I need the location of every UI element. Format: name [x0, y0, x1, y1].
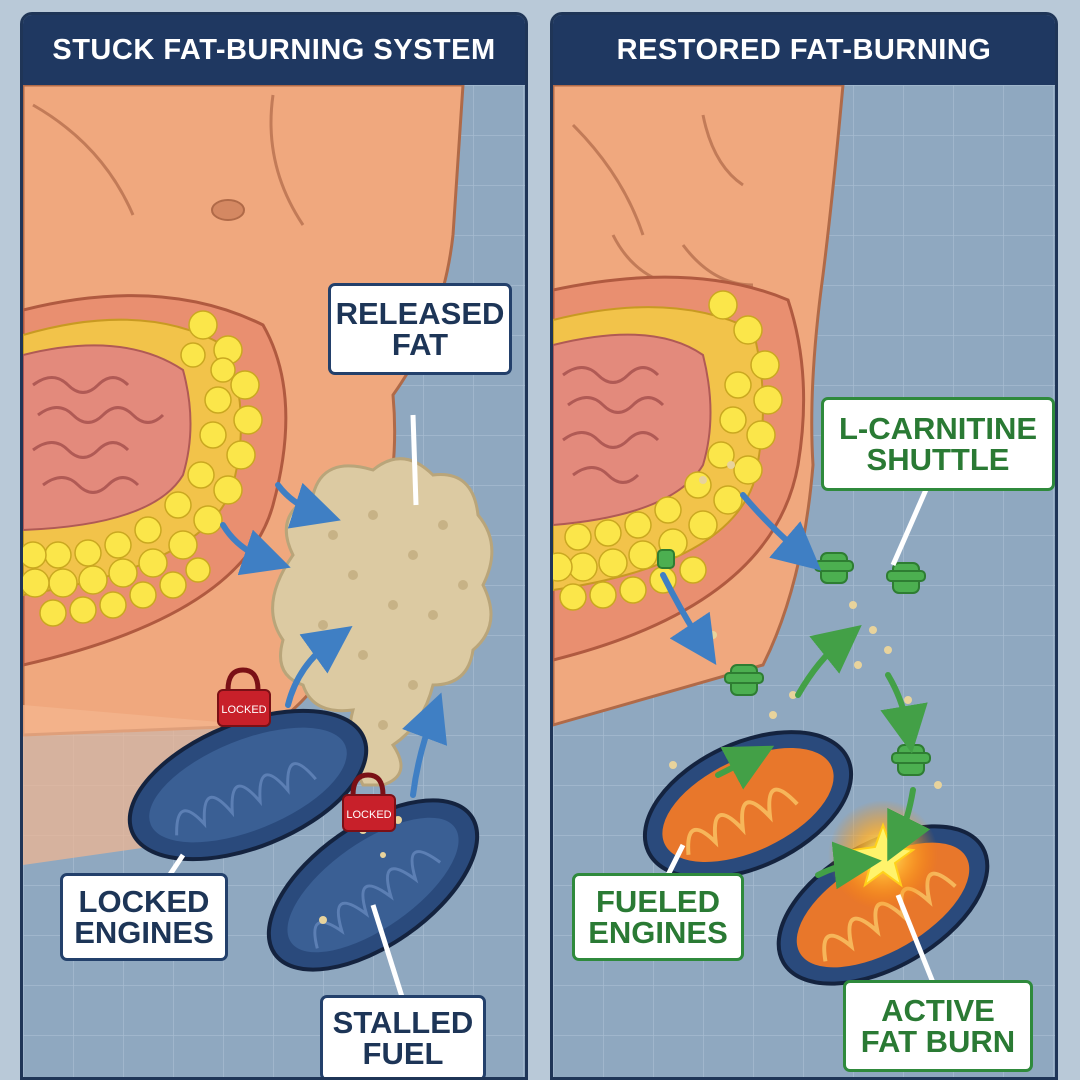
padlock-icon: LOCKED: [342, 772, 396, 832]
panel-title-restored: RESTORED FAT-BURNING: [553, 15, 1055, 85]
mitochondrion-locked-2: [266, 798, 480, 972]
label-active-fat-burn-line2: FAT BURN: [860, 1024, 1016, 1059]
arrow-green-4: [887, 787, 931, 862]
label-l-carnitine-shuttle-line1: L-CARNITINE: [838, 411, 1038, 446]
label-l-carnitine-shuttle-line2: SHUTTLE: [866, 442, 1010, 477]
arrow-green-5: [815, 841, 882, 890]
mitochondrion-locked-1: [127, 708, 369, 862]
arrow-green-3: [880, 672, 928, 754]
label-l-carnitine-shuttle: L-CARNITINE SHUTTLE: [821, 397, 1055, 491]
label-released-fat-line2: FAT: [391, 327, 449, 362]
released-fat-cloud: [271, 457, 494, 787]
belly-cross-section: [23, 294, 288, 667]
label-released-fat: RELEASED FAT: [328, 283, 512, 375]
label-released-fat-line1: RELEASED: [335, 296, 505, 331]
panel-stuck-system: STUCK FAT-BURNING SYSTEM: [20, 12, 528, 1080]
label-locked-engines-line2: ENGINES: [74, 915, 214, 950]
mitochondrion-active-2: [776, 800, 990, 986]
arrow-green-2: [715, 745, 775, 790]
label-locked-engines-line1: LOCKED: [78, 884, 210, 919]
lock-tag-2: LOCKED: [346, 809, 391, 821]
label-fueled-engines: FUELED ENGINES: [572, 873, 744, 961]
padlock-icon: LOCKED: [217, 667, 271, 727]
panel-title-stuck: STUCK FAT-BURNING SYSTEM: [23, 15, 525, 85]
label-stalled-fuel: STALLED FUEL: [320, 995, 486, 1077]
arrow-blue-1: [740, 492, 822, 571]
arrow-green-1: [795, 625, 862, 698]
label-fueled-engines-line2: ENGINES: [588, 915, 728, 950]
flow-arrows-blue: [220, 482, 448, 798]
label-active-fat-burn: ACTIVE FAT BURN: [843, 980, 1033, 1072]
label-fueled-engines-line1: FUELED: [596, 884, 720, 919]
belly-cross-section: [553, 275, 806, 662]
panel-restored-system: RESTORED FAT-BURNING: [550, 12, 1058, 1080]
lock-tag-1: LOCKED: [221, 704, 266, 716]
label-locked-engines: LOCKED ENGINES: [60, 873, 228, 961]
stuck-system-illustration: LOCKED LOCKED: [23, 85, 525, 1077]
label-stalled-fuel-line2: FUEL: [362, 1036, 444, 1071]
label-active-fat-burn-line1: ACTIVE: [881, 993, 995, 1028]
label-stalled-fuel-line1: STALLED: [332, 1005, 474, 1040]
arrow-blue-2: [660, 572, 717, 665]
